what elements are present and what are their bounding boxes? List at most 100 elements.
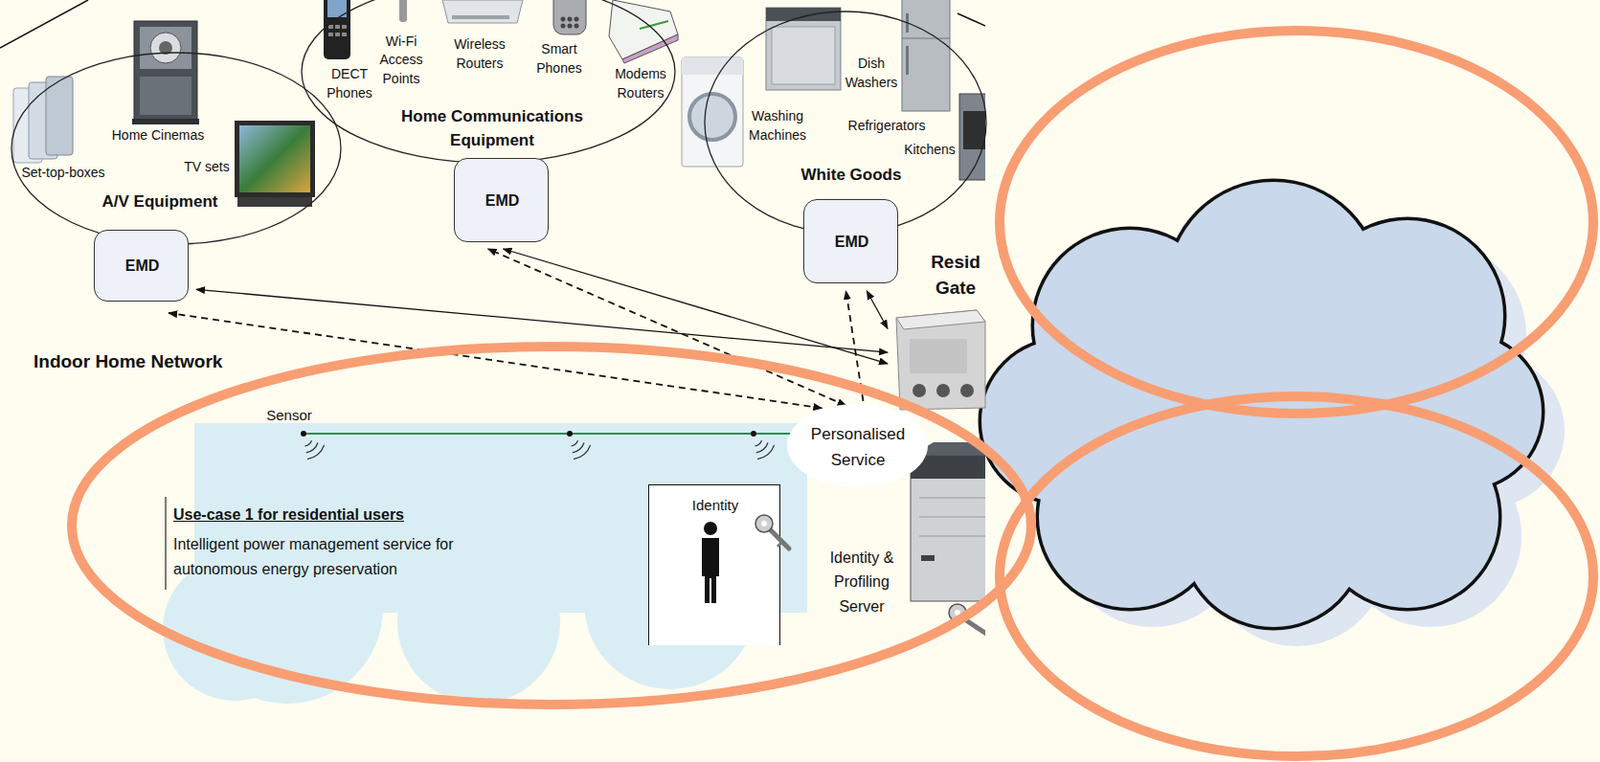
sensor-wave — [755, 440, 763, 447]
drawing-part — [132, 118, 200, 125]
node-text: Identity — [692, 495, 739, 516]
dashed-connector — [488, 248, 847, 406]
node-text: Washing Machines — [745, 107, 810, 145]
drawing-part — [909, 338, 968, 374]
drawing-part — [681, 57, 744, 167]
drawing-part — [574, 17, 580, 23]
drawing-part — [901, 0, 950, 112]
drawing-part — [328, 24, 334, 29]
drawing-part — [681, 57, 744, 75]
gateway-picture — [896, 310, 986, 410]
node-text: Kitchens — [903, 140, 956, 160]
drawing-part — [919, 497, 986, 499]
service-bubble-shape — [786, 403, 929, 489]
residential-gateway: Resid Gate — [890, 250, 986, 410]
sensor-wave — [307, 445, 325, 460]
sensor-dot — [750, 430, 757, 437]
drawing-part — [777, 541, 783, 547]
highlight-ring — [71, 346, 1032, 705]
drawing-part — [335, 32, 340, 37]
drawing-part — [919, 536, 986, 538]
node-text: Smart Phones — [534, 40, 585, 78]
node-text: Resid Gate — [927, 249, 984, 302]
drawing-part — [553, 0, 586, 35]
indoor-area-fill — [162, 423, 808, 704]
tv-picture — [234, 120, 316, 207]
drawing-part — [239, 125, 311, 193]
drawing-part — [451, 15, 510, 20]
sensor-wire — [303, 432, 802, 435]
home-cinema-picture — [132, 21, 200, 125]
key-picture — [755, 515, 789, 549]
node-text: Intelligent power management service for… — [173, 532, 471, 582]
drawing-part — [45, 76, 73, 156]
drawing-part — [561, 23, 566, 29]
node-text: A/V Equipment — [102, 190, 219, 214]
node-text: Wireless Routers — [450, 35, 510, 73]
ellipse-outline — [301, 0, 676, 163]
oven-picture — [959, 93, 986, 181]
drawing-part — [397, 540, 561, 704]
drawing-part — [921, 555, 935, 562]
cloud-fill — [981, 181, 1542, 628]
drawing-part — [901, 38, 950, 40]
drawing-part — [910, 455, 986, 602]
drawing-part — [561, 17, 566, 23]
sensor-wave — [571, 440, 579, 447]
drawing-part — [963, 111, 986, 150]
server-label: Identity & Profiling Server — [818, 548, 905, 618]
drawing-part — [905, 45, 909, 75]
drawing-part — [960, 383, 974, 398]
sensor-wave — [757, 445, 775, 460]
node-text: White Goods — [801, 163, 902, 187]
node-text: Modems Routers — [611, 65, 670, 103]
drawing-part — [341, 24, 347, 29]
node-text: Identity & Profiling Server — [818, 545, 905, 620]
set-top-box-picture — [13, 76, 73, 163]
drawing-part — [134, 21, 198, 121]
node-text: Wi-Fi Access Points — [376, 32, 427, 90]
node-text: Use-case 1 for residential users — [173, 504, 405, 526]
identity-box: Identity — [648, 484, 781, 646]
drawing-part — [766, 7, 841, 22]
node-text: Dish Washers — [843, 54, 900, 92]
node-text: Personalised Service — [800, 421, 916, 474]
sensor-wave — [756, 443, 768, 453]
equipment-group-shape — [10, 51, 342, 246]
sensor-wave — [573, 445, 591, 460]
drawing-part — [766, 7, 841, 91]
server-picture — [910, 442, 986, 602]
connector — [866, 291, 888, 329]
drawing-part — [912, 383, 926, 398]
node-text: EMD — [834, 231, 870, 253]
node-text: EMD — [125, 255, 160, 277]
drawing-part — [234, 120, 316, 198]
node-text: EMD — [485, 190, 520, 212]
drawing-part — [341, 32, 347, 37]
node-text: Refrigerators — [848, 116, 926, 136]
drawing-part — [769, 529, 789, 549]
wifi-ap-picture — [399, 0, 407, 23]
drawing-part — [936, 383, 950, 398]
equipment-group: Home CinemasSet-top-boxesTV setsA/V Equi… — [10, 51, 342, 246]
node-text: Home Cinemas — [112, 126, 204, 146]
drawing-part — [981, 339, 1145, 503]
drawing-part — [574, 23, 580, 29]
drawing-part — [755, 515, 773, 533]
outline-stroke — [957, 13, 986, 26]
drawing-part — [689, 93, 736, 140]
drawing-part — [701, 538, 720, 604]
sensor-wave — [572, 443, 585, 453]
washing-machine-picture — [681, 57, 744, 167]
drawing-part — [896, 310, 986, 410]
emd-box: EMD — [453, 157, 549, 243]
service-bubble: Personalised Service — [786, 403, 929, 489]
drawing-part — [567, 23, 573, 29]
dect-phone-picture — [323, 0, 351, 60]
drawing-part — [761, 520, 767, 527]
drawing-part — [703, 521, 718, 536]
sensor-wave — [306, 443, 318, 453]
drawing-part — [139, 76, 192, 115]
